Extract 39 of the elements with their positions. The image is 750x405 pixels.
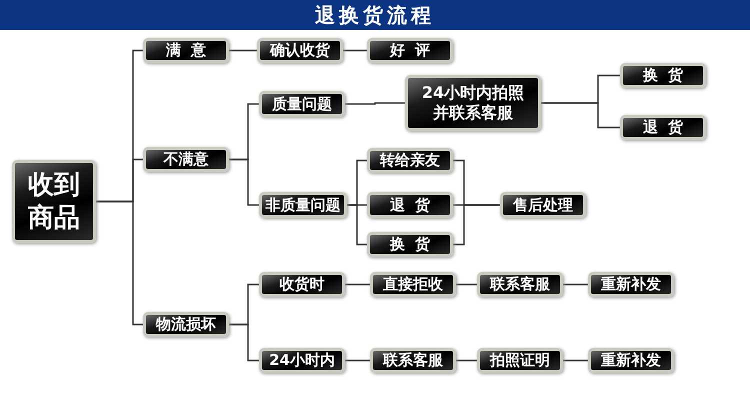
connector-line [563,360,588,362]
connector-line [343,50,367,52]
connector-line [345,360,370,362]
connector-line [347,204,367,246]
process-box: 质量问题 [259,91,345,117]
process-box: 退货 [367,192,453,218]
process-box: 转给亲友 [367,148,453,173]
process-box: 拍照证明 [477,348,563,373]
start-box: 收到商品 [12,160,96,243]
connector-line [453,204,500,246]
connector-line [229,158,259,206]
connector-line [345,102,405,105]
process-box: 好评 [367,38,453,63]
process-box: 确认收货 [257,38,343,63]
process-box: 24小时内 [259,348,345,373]
process-box: 退货 [620,115,706,140]
process-box: 直接拒收 [370,272,456,297]
process-box: 换货 [367,232,453,257]
process-box: 重新补发 [588,348,674,373]
connector-line [563,284,588,286]
connector-line [541,102,620,128]
process-box: 换货 [620,63,706,88]
process-box: 售后处理 [500,192,586,218]
process-box: 物流损坏 [143,312,229,337]
process-box: 满意 [143,38,229,63]
connector-line [456,360,477,362]
connector-line [229,50,257,52]
connector-line [456,284,477,286]
process-box: 重新补发 [588,272,674,297]
process-box: 收货时 [259,272,345,297]
connector-line [229,324,259,362]
process-box: 不满意 [143,147,229,172]
connector-line [345,284,370,286]
process-box: 联系客服 [370,348,456,373]
connector-line [96,200,143,326]
process-box: 24小时内拍照并联系客服 [405,75,541,131]
title-banner: 退换货流程 [0,0,750,30]
process-box: 非质量问题 [259,192,347,218]
process-box: 联系客服 [477,272,563,297]
